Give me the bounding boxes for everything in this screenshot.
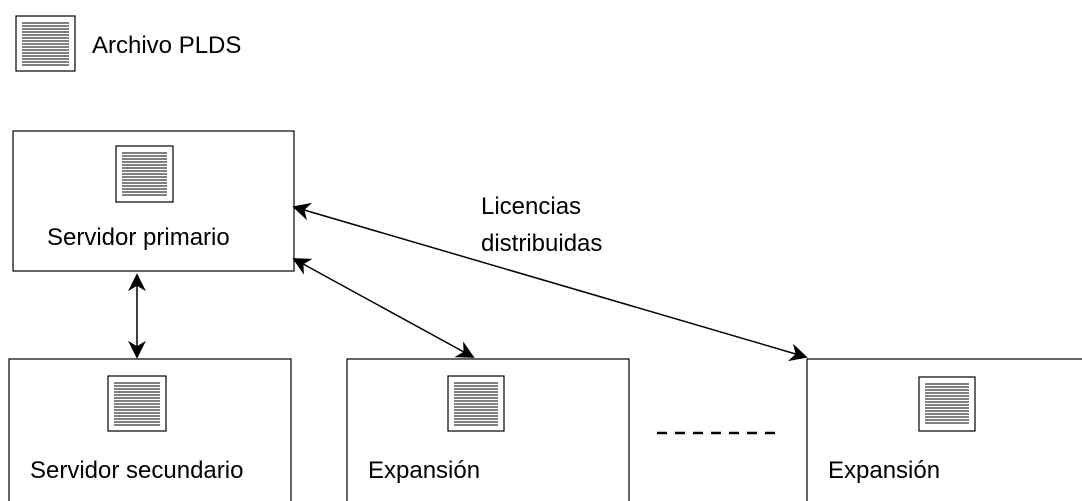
expansion-label-1: Expansión xyxy=(368,457,480,484)
primary-expansion2-arrow xyxy=(292,202,808,362)
distributed-licenses-label: Licencias distribuidas xyxy=(481,193,602,257)
primary-server-node: Servidor primario xyxy=(12,130,295,272)
secondary-server-label: Servidor secundario xyxy=(30,457,243,484)
document-icon xyxy=(918,376,976,432)
expansion-label-2: Expansión xyxy=(828,457,940,484)
primary-expansion1-arrow xyxy=(292,258,475,358)
expansion-node-1: Expansión xyxy=(346,358,630,501)
document-icon xyxy=(447,375,505,432)
distributed-licenses-line-1: Licencias xyxy=(481,193,581,220)
document-icon xyxy=(15,15,76,72)
document-icon xyxy=(107,375,167,432)
distributed-licenses-line-2: distribuidas xyxy=(481,230,602,257)
document-icon xyxy=(115,145,174,203)
expansion-node-2: Expansión xyxy=(806,358,1082,501)
secondary-server-node: Servidor secundario xyxy=(8,358,292,501)
legend-label: Archivo PLDS xyxy=(92,32,241,59)
primary-server-label: Servidor primario xyxy=(47,224,230,251)
legend: Archivo PLDS xyxy=(15,15,241,72)
